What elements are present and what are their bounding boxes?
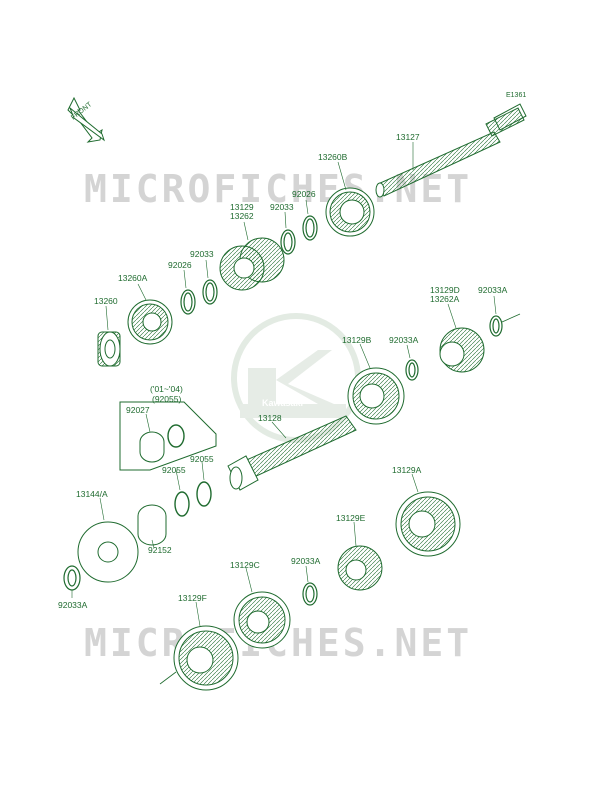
gear-13260b (325, 187, 375, 237)
shaft-13128 (227, 415, 357, 491)
label-92033-b: 92033 (190, 249, 214, 259)
shaft-13127 (375, 103, 527, 198)
ring-92055-b (196, 481, 212, 507)
ring-92055-box (167, 424, 185, 448)
washer-92033a-right (489, 313, 521, 337)
gear-13260a (127, 299, 173, 345)
label-13129b: 13129B (342, 335, 372, 345)
label-13262: 13262 (230, 211, 254, 221)
label-13128: 13128 (258, 413, 282, 423)
label-92055-a: 92055 (162, 465, 186, 475)
sprocket-13144a (77, 521, 139, 583)
washer-92026-mid (180, 289, 196, 315)
label-13129c: 13129C (230, 560, 260, 570)
gear-13129-13262 (219, 237, 285, 291)
gear-13129c (233, 591, 291, 649)
label-92027: 92027 (126, 405, 150, 415)
washer-92033a-mid (405, 359, 419, 381)
label-13144a: 13144/A (76, 489, 108, 499)
gear-13129e (337, 545, 383, 591)
label-92026-a: 92026 (292, 189, 316, 199)
label-13260: 13260 (94, 296, 118, 306)
logo-text: Kawasaki (262, 398, 304, 408)
ring-92055-a (174, 491, 190, 517)
label-13260b: 13260B (318, 152, 348, 162)
label-92033a-c: 92033A (58, 600, 88, 610)
gear-13129d-13262a (439, 327, 485, 373)
label-92026-b: 92026 (168, 260, 192, 270)
label-92033a-b: 92033A (389, 335, 419, 345)
variant-box (119, 401, 217, 471)
label-13129a: 13129A (392, 465, 422, 475)
washer-92033-upper (280, 229, 296, 255)
label-13129e: 13129E (336, 513, 366, 523)
leader-lines (71, 142, 497, 627)
label-13129d: 13129D (430, 285, 460, 295)
label-13262a: 13262A (430, 294, 460, 304)
bearing-92027 (139, 431, 165, 463)
gear-13260 (97, 331, 121, 367)
washer-92033a-bottom (302, 582, 318, 606)
label-92033a-a: 92033A (478, 285, 508, 295)
label-92152: 92152 (148, 545, 172, 555)
gear-13129f (159, 625, 239, 691)
washer-92033-mid (202, 279, 218, 305)
gear-13129b (347, 367, 405, 425)
washer-92033a-left (63, 565, 81, 591)
label-92055-b: 92055 (190, 454, 214, 464)
label-92033a-d: 92033A (291, 556, 321, 566)
gear-13129a (395, 491, 461, 557)
diagram-code: E1361 (506, 92, 527, 99)
label-92033-a: 92033 (270, 202, 294, 212)
label-variant: ('01~'04) (150, 384, 183, 394)
washer-92026-upper (302, 215, 318, 241)
label-13260a: 13260A (118, 273, 148, 283)
label-13129f: 13129F (178, 593, 207, 603)
label-13127: 13127 (396, 132, 420, 142)
label-13129: 13129 (230, 202, 254, 212)
bearing-92152 (137, 504, 167, 546)
label-92055-paren: (92055) (152, 394, 182, 404)
front-arrow-icon (67, 96, 105, 143)
